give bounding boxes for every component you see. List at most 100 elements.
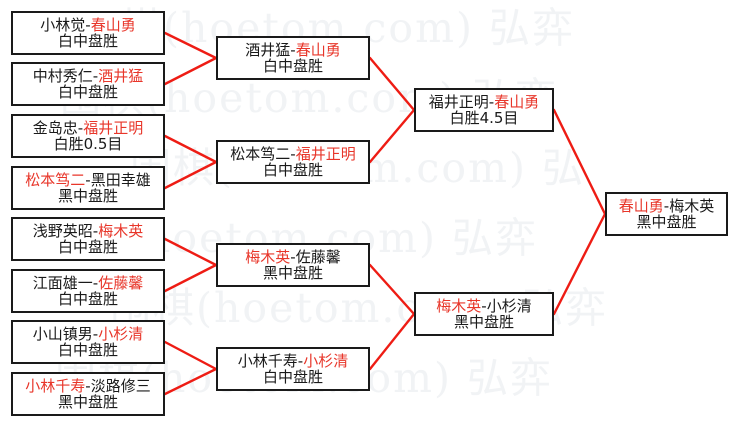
bracket-connector — [552, 108, 607, 216]
match-pairing: 小林千寿-淡路修三 — [25, 376, 151, 395]
bracket-connector — [368, 56, 416, 112]
match-pairing: 金岛忠-福井正明 — [32, 118, 144, 137]
player-right: 梅木英 — [98, 221, 144, 240]
bracket-connector — [368, 312, 416, 371]
versus-separator: - — [488, 92, 495, 111]
match-box-round-2-1[interactable]: 酒井猛-春山勇白中盘胜 — [216, 36, 370, 80]
match-box-round-1-7[interactable]: 小山镇男-小杉清白中盘胜 — [11, 320, 165, 364]
player-left: 梅木英 — [436, 296, 482, 315]
versus-separator: - — [92, 273, 99, 292]
versus-separator: - — [92, 324, 99, 343]
bracket-connector — [163, 31, 218, 60]
match-result: 白中盘胜 — [57, 82, 118, 101]
match-pairing: 梅木英-小杉清 — [436, 296, 532, 315]
player-left: 松本笃二 — [25, 170, 86, 189]
match-box-semifinal-1[interactable]: 福井正明-春山勇白胜4.5目 — [414, 88, 554, 132]
player-right: 佐藤馨 — [295, 247, 341, 266]
match-pairing: 小林千寿-小杉清 — [237, 351, 349, 370]
player-left: 梅木英 — [245, 247, 291, 266]
match-result: 黑中盘胜 — [636, 212, 697, 231]
match-result: 白中盘胜 — [57, 237, 118, 256]
versus-separator: - — [77, 118, 84, 137]
player-left: 金岛忠 — [32, 118, 78, 137]
bracket-connector — [163, 263, 218, 293]
match-pairing: 酒井猛-春山勇 — [245, 40, 341, 59]
versus-separator: - — [290, 247, 296, 266]
match-result: 黑中盘胜 — [57, 392, 118, 411]
match-box-round-1-5[interactable]: 浅野英昭-梅木英白中盘胜 — [11, 217, 165, 261]
bracket-connector — [163, 367, 218, 396]
match-box-round-2-4[interactable]: 小林千寿-小杉清白中盘胜 — [216, 347, 370, 391]
match-box-round-1-6[interactable]: 江面雄一-佐藤馨白中盘胜 — [11, 269, 165, 313]
versus-separator: - — [85, 15, 91, 34]
player-right: 梅木英 — [669, 196, 715, 215]
match-result: 白胜4.5目 — [449, 108, 519, 127]
match-result: 白胜0.5目 — [53, 134, 123, 153]
match-pairing: 福井正明-春山勇 — [428, 92, 540, 111]
player-right: 春山勇 — [494, 92, 540, 111]
player-left: 松本笃二 — [230, 144, 291, 163]
player-left: 小山镇男 — [32, 324, 93, 343]
versus-separator: - — [481, 296, 487, 315]
match-pairing: 梅木英-佐藤馨 — [245, 247, 341, 266]
player-left: 江面雄一 — [32, 273, 93, 292]
versus-separator: - — [92, 66, 99, 85]
player-right: 小杉清 — [486, 296, 532, 315]
match-pairing: 浅野英昭-梅木英 — [32, 221, 144, 240]
player-right: 福井正明 — [295, 144, 356, 163]
player-left: 春山勇 — [618, 196, 664, 215]
player-right: 春山勇 — [90, 15, 136, 34]
match-pairing: 江面雄一-佐藤馨 — [32, 273, 144, 292]
bracket-connector — [163, 134, 218, 164]
match-result: 白中盘胜 — [57, 340, 118, 359]
player-left: 福井正明 — [428, 92, 489, 111]
player-left: 酒井猛 — [245, 40, 291, 59]
bracket-connector — [368, 108, 416, 164]
match-box-semifinal-2[interactable]: 梅木英-小杉清黑中盘胜 — [414, 292, 554, 336]
versus-separator: - — [663, 196, 670, 215]
versus-separator: - — [297, 351, 304, 370]
match-box-round-2-3[interactable]: 梅木英-佐藤馨黑中盘胜 — [216, 243, 370, 287]
match-box-round-1-1[interactable]: 小林觉-春山勇白中盘胜 — [11, 11, 165, 55]
player-left: 小林千寿 — [237, 351, 298, 370]
match-pairing: 春山勇-梅木英 — [618, 196, 715, 215]
player-left: 中村秀仁 — [32, 66, 93, 85]
match-pairing: 小林觉-春山勇 — [40, 15, 136, 34]
player-left: 小林千寿 — [25, 376, 86, 395]
versus-separator: - — [290, 40, 296, 59]
bracket-connector — [368, 263, 416, 316]
match-result: 黑中盘胜 — [57, 186, 118, 205]
player-right: 淡路修三 — [90, 376, 151, 395]
match-pairing: 小山镇男-小杉清 — [32, 324, 144, 343]
player-left: 小林觉 — [40, 15, 86, 34]
match-result: 白中盘胜 — [262, 56, 323, 75]
player-right: 酒井猛 — [98, 66, 144, 85]
match-box-round-1-3[interactable]: 金岛忠-福井正明白胜0.5目 — [11, 114, 165, 158]
bracket-connector — [163, 237, 218, 267]
match-pairing: 松本笃二-福井正明 — [230, 144, 356, 163]
player-right: 小杉清 — [303, 351, 349, 370]
versus-separator: - — [290, 144, 296, 163]
match-box-round-1-8[interactable]: 小林千寿-淡路修三黑中盘胜 — [11, 372, 165, 416]
bracket-connector — [163, 340, 218, 371]
match-box-final-1[interactable]: 春山勇-梅木英黑中盘胜 — [605, 192, 728, 236]
player-left: 浅野英昭 — [32, 221, 93, 240]
match-box-round-1-4[interactable]: 松本笃二-黑田幸雄黑中盘胜 — [11, 166, 165, 210]
match-box-round-2-2[interactable]: 松本笃二-福井正明白中盘胜 — [216, 140, 370, 184]
match-box-round-1-2[interactable]: 中村秀仁-酒井猛白中盘胜 — [11, 62, 165, 106]
match-result: 白中盘胜 — [262, 160, 323, 179]
bracket-connector — [552, 212, 607, 316]
match-pairing: 中村秀仁-酒井猛 — [32, 66, 144, 85]
player-right: 佐藤馨 — [98, 273, 144, 292]
match-result: 黑中盘胜 — [262, 263, 323, 282]
player-right: 春山勇 — [295, 40, 341, 59]
player-right: 福井正明 — [83, 118, 144, 137]
bracket-connector — [163, 56, 218, 86]
player-right: 小杉清 — [98, 324, 144, 343]
bracket-connector — [163, 160, 218, 190]
player-right: 黑田幸雄 — [90, 170, 151, 189]
match-result: 白中盘胜 — [262, 367, 323, 386]
match-result: 黑中盘胜 — [453, 312, 514, 331]
versus-separator: - — [85, 376, 91, 395]
